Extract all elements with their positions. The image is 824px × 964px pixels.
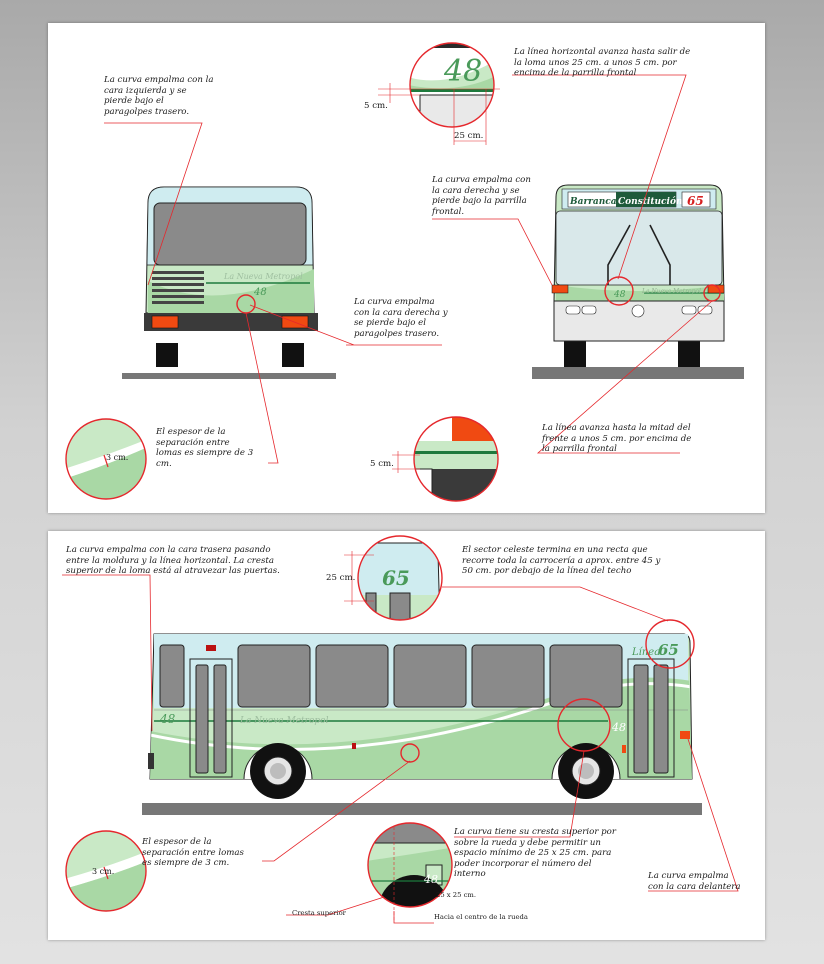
bottom-drawing: 48 La Nueva Metropol 48 Línea 65 65 [62,535,739,924]
detail-sky-number: 65 [382,566,410,590]
detail-wheel-number: 48 [423,873,438,886]
wheel-front [551,743,621,799]
rear-wheel-right [282,343,304,367]
side-mark [352,743,356,749]
detail-top-number: 48 [443,54,482,89]
front-brand-text: La Nueva Metropol [641,288,701,295]
front-bus-view: Barrancas Constitución 65 48 La Nueva Me… [532,184,744,379]
detail-front-circle [392,416,499,502]
side-window-rear [159,644,185,708]
detail-sky-note: El sector celeste termina en una recta q… [462,545,661,577]
front-wheel-left [564,339,586,367]
detail-thickness2-circle [65,830,147,912]
sign-number-text: 65 [687,194,704,208]
rear-bus-view: La Nueva Metropol 48 [122,186,336,379]
detail-thickness-ring [65,418,147,500]
detail-front-ring [413,416,499,502]
side-brand-text: La Nueva Metropol [239,716,329,726]
crest-label: Cresta superior [292,909,346,917]
side-number-rear: 48 [159,712,176,726]
rear-bumper-side [148,753,154,769]
thickness2-note: El espesor de la separación entre lomas … [142,837,244,869]
detail-sky-ring [357,535,443,621]
detail-top-ring [409,42,495,128]
bottom-sheet: 48 La Nueva Metropol 48 Línea 65 65 [48,531,765,940]
rear-left-note: La curva empalma con la cara izquierda y… [104,75,214,117]
destination-sign-dark [616,192,676,207]
detail-thickness2-ring [65,830,147,912]
wipers [607,224,671,285]
dim-5cm-label: 5 cm. [364,101,388,111]
dim-25cm-label: 25 cm. [454,131,484,141]
front-curve [556,285,724,301]
front-dim-label: 5 cm. [370,459,394,469]
detail-top-note: La línea horizontal avanza hasta salir d… [514,47,691,79]
thickness2-label: 3 cm. [92,867,115,876]
side-marker-light [206,645,216,651]
front-number-text: 48 [613,290,626,300]
sky-dim-label: 25 cm. [326,573,356,583]
rear-brand-text: La Nueva Metropol [223,272,303,281]
side-line-number: 65 [658,641,679,659]
front-light-left [551,284,569,294]
detail-sky-circle: 65 [344,535,443,621]
side-line-label: Línea [631,647,660,658]
side-bus-view: 48 La Nueva Metropol 48 Línea 65 [142,619,702,815]
top-sheet: La Nueva Metropol 48 Barrancas Constituc… [48,23,765,513]
side-front-light [680,731,690,739]
rear-curve-note: La curva empalma con la cara trasera pas… [66,545,280,577]
top-leader-lines [104,74,713,464]
headlight-r1 [681,305,697,315]
detail-wheel-circle: 48 [367,822,453,921]
wheel-center-label: Hacia el centro de la rueda [434,913,528,921]
rear-number-text: 48 [253,287,267,298]
side-number-front: 48 [611,721,626,734]
rear-grille [152,271,204,304]
thickness-note: El espesor de la separación entre lomas … [156,427,254,469]
thickness2-marker [103,866,109,880]
sign-number-box [681,191,711,208]
rear-wheel-left [156,343,178,367]
front-ground [532,367,744,379]
front-curve-side-note: La curva empalma con la cara delantera [648,871,741,892]
side-ground [142,803,702,815]
headlight-l2 [581,305,597,315]
rear-bumper [144,313,318,331]
detail-wheel-note: La curva tiene su cresta superior por so… [454,827,616,880]
front-windshield [555,210,723,286]
front-emblem [631,304,645,318]
detail-wheel-ring [367,822,453,908]
rear-door [189,658,233,778]
rear-light-left [151,315,179,329]
top-drawing: La Nueva Metropol 48 Barrancas Constituc… [65,42,744,502]
bottom-leader-lines [62,574,739,924]
wheel-rear [243,743,313,799]
side-indicator [622,745,626,753]
thickness-label: 3 cm. [106,453,129,462]
rear-window [153,202,307,266]
rear-right-note: La curva empalma con la cara derecha y s… [354,297,448,339]
headlight-r2 [697,305,713,315]
side-windows [237,644,623,708]
sign-to-text: Constitución [618,196,683,207]
wheel-dim-label: 25 x 25 cm. [436,891,477,899]
detail-top-circle: 48 [378,42,500,145]
front-wheel-right [678,339,700,367]
front-light-right [707,284,725,294]
rear-ground [122,373,336,379]
detail-front-note: La línea avanza hasta la mitad del frent… [542,423,692,455]
front-door [627,658,675,778]
headlight-l1 [565,305,581,315]
front-curve-note: La curva empalma con la cara derecha y s… [432,175,531,217]
sign-from-text: Barrancas [569,197,622,207]
detail-thickness-circle [65,418,147,500]
side-highlight-circle-mid [400,743,420,763]
thickness-marker [103,454,109,468]
side-highlight-circle-front [645,619,695,669]
